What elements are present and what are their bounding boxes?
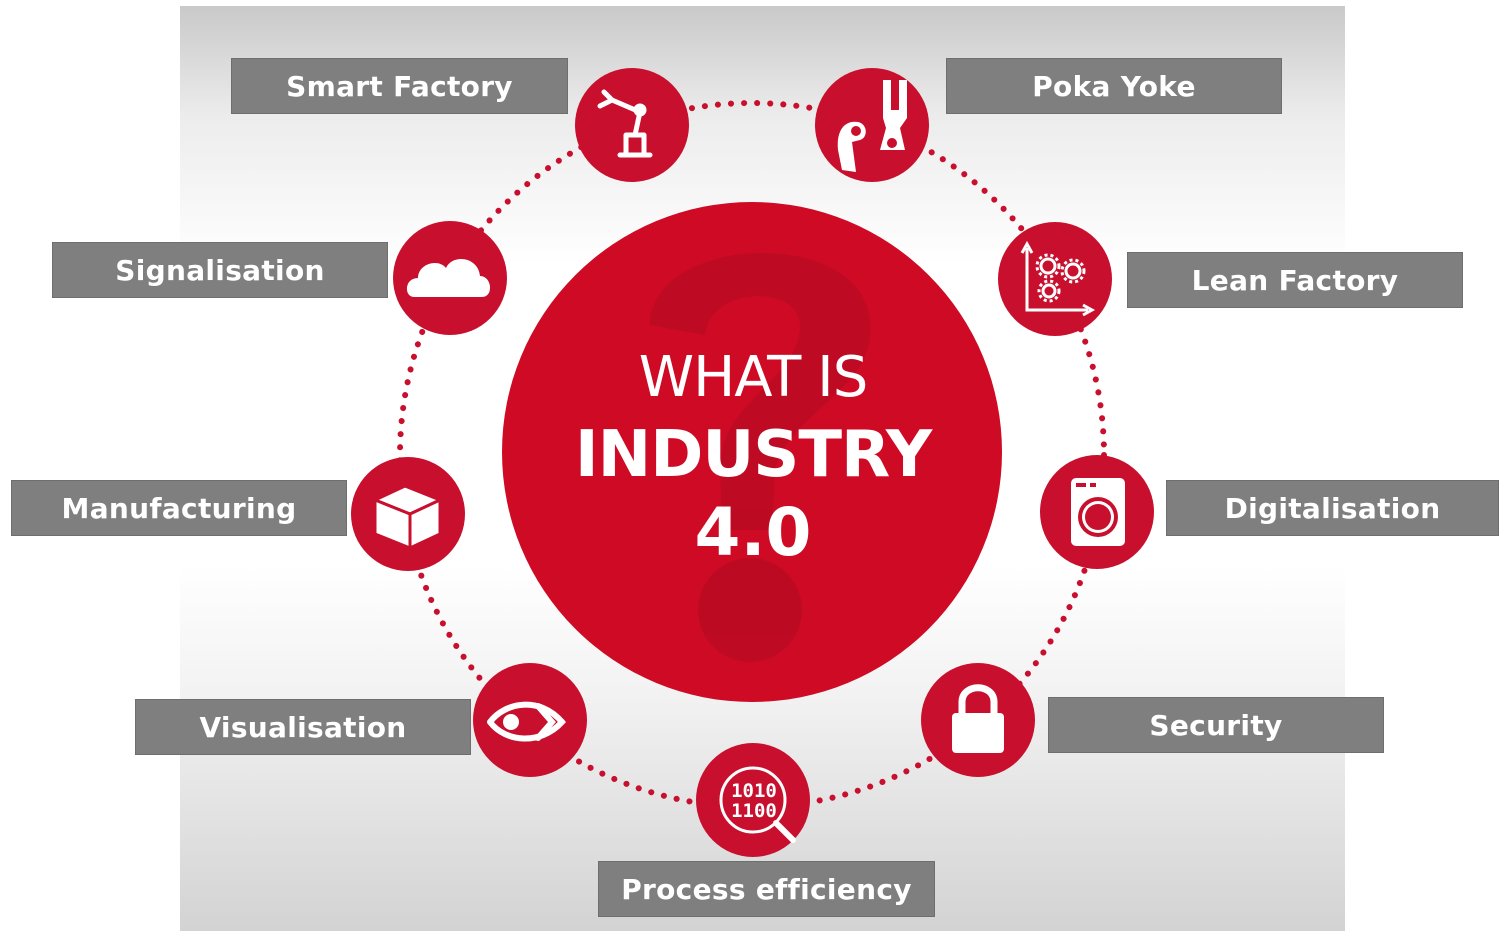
gears-chart-icon: [1020, 240, 1096, 317]
node-security: [921, 663, 1035, 777]
padlock-icon: [952, 684, 1004, 753]
binary-text-line-1: 1010: [731, 780, 777, 802]
eye-icon: [487, 701, 567, 742]
label-smart-factory: Smart Factory: [231, 58, 568, 114]
title-line-3: 4.0: [694, 494, 812, 571]
node-digitalisation: [1040, 455, 1154, 569]
washing-machine-icon: [1071, 478, 1125, 546]
title-line-1: WHAT IS: [638, 345, 869, 410]
label-digitalisation: Digitalisation: [1166, 480, 1499, 536]
cloud-icon: [406, 258, 491, 297]
label-process-efficiency: Process efficiency: [598, 861, 935, 917]
binary-magnifier-icon: [719, 766, 796, 843]
hand-gripper-icon: [837, 80, 907, 172]
node-process-efficiency: [696, 743, 810, 857]
node-manufacturing: [351, 457, 465, 571]
label-signalisation: Signalisation: [52, 242, 388, 298]
node-smart-factory: [575, 68, 689, 182]
binary-text-line-2: 1100: [731, 800, 777, 822]
node-signalisation: [393, 221, 507, 335]
label-visualisation: Visualisation: [135, 699, 471, 755]
label-manufacturing: Manufacturing: [11, 480, 347, 536]
label-poka-yoke: Poka Yoke: [946, 58, 1282, 114]
robot-arm-icon: [597, 89, 653, 158]
box-icon: [373, 484, 442, 550]
node-poka-yoke: [815, 68, 929, 182]
label-security: Security: [1048, 697, 1384, 753]
node-visualisation: [473, 663, 587, 777]
node-lean-factory: [998, 222, 1112, 336]
title-line-2: INDUSTRY: [574, 418, 932, 492]
label-lean-factory: Lean Factory: [1127, 252, 1463, 308]
question-mark-watermark: [650, 253, 871, 662]
